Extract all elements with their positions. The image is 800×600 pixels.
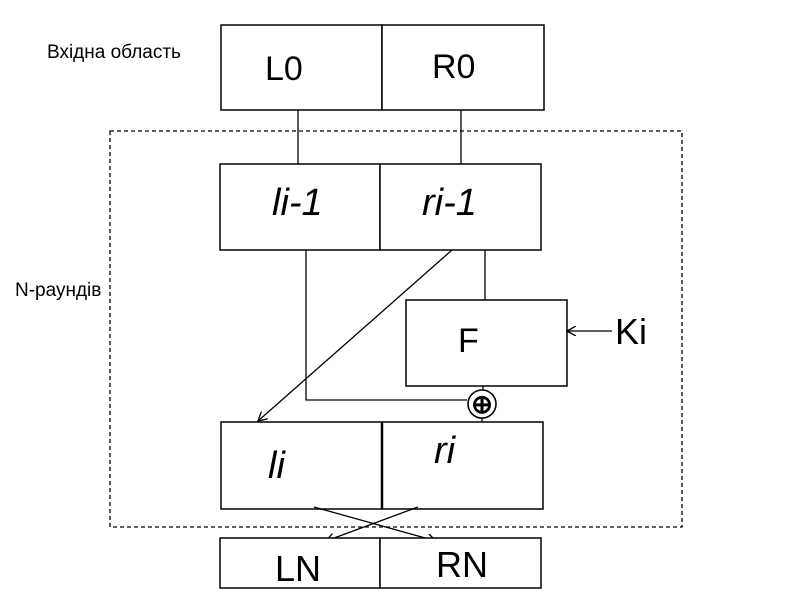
f-function-label: F — [458, 322, 479, 360]
r-prev-block — [379, 163, 542, 251]
r0-block — [381, 24, 545, 111]
rounds-frame — [109, 130, 683, 528]
lprev-to-xor-line — [305, 250, 467, 401]
r0-label: R0 — [432, 48, 475, 86]
xor-icon: ⊕ — [471, 389, 493, 419]
rn-label: RN — [436, 544, 488, 585]
key-label: Ki — [615, 311, 647, 352]
l-prev-label: li-1 — [272, 182, 323, 224]
swap-arrow-left — [326, 506, 419, 541]
rounds-label: N-раундів — [15, 280, 101, 301]
ln-block — [219, 537, 381, 589]
swap-arrow-right — [313, 506, 436, 541]
l-cur-block — [220, 421, 383, 510]
ln-label: LN — [275, 548, 321, 589]
r-prev-label: ri-1 — [422, 182, 477, 224]
rprev-to-li-arrow — [258, 249, 453, 421]
input-area-label: Вхідна область — [47, 42, 181, 63]
rn-block — [379, 537, 542, 589]
l0-label: L0 — [265, 50, 303, 88]
f-function-block — [405, 299, 568, 387]
r-cur-label: ri — [434, 430, 457, 472]
r-cur-block — [381, 421, 544, 510]
l-prev-block — [219, 163, 381, 251]
l-cur-label: li — [268, 445, 286, 487]
